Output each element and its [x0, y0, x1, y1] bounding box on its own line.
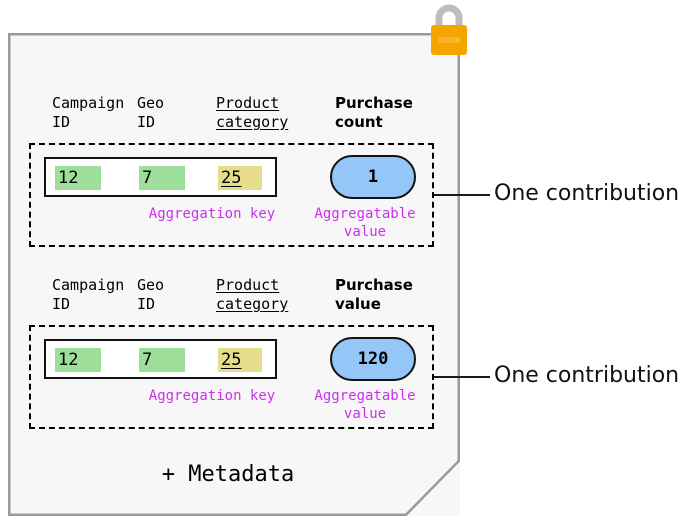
header-geo-id: Geo ID — [137, 94, 165, 131]
metadata-footer-label: + Metadata — [161, 462, 295, 487]
key-cell-campaign-id: 12 — [55, 348, 101, 372]
column-headers-2: Campaign ID Geo ID Product category Purc… — [29, 276, 434, 323]
column-headers-1: Campaign ID Geo ID Product category Purc… — [29, 94, 434, 141]
key-cell-product-category: 25 — [218, 166, 262, 190]
header-campaign-id: Campaign ID — [52, 94, 125, 131]
aggregatable-value-pill-1: 1 — [330, 155, 416, 199]
leader-label-2: One contribution — [494, 363, 680, 388]
aggregation-key-box-2: 12 7 25 — [44, 339, 277, 379]
key-cell-campaign-id: 12 — [55, 166, 101, 190]
aggregatable-value-caption-2: Aggregatable value — [314, 388, 416, 422]
aggregatable-value-pill-2: 120 — [330, 337, 416, 381]
leader-line-1 — [434, 194, 490, 196]
aggregation-key-caption-2: Aggregation key — [148, 388, 276, 404]
leader-line-2 — [434, 376, 490, 378]
header-campaign-id: Campaign ID — [52, 276, 125, 313]
aggregation-key-caption-1: Aggregation key — [148, 206, 276, 222]
aggregation-key-box-1: 12 7 25 — [44, 157, 277, 197]
key-cell-product-category: 25 — [218, 348, 262, 372]
header-purchase-count: Purchase count — [335, 94, 413, 131]
key-cell-geo-id: 7 — [139, 348, 185, 372]
contribution-boundary-2 — [29, 325, 434, 429]
header-geo-id: Geo ID — [137, 276, 165, 313]
header-purchase-value: Purchase value — [335, 276, 413, 313]
contribution-boundary-1 — [29, 143, 434, 247]
leader-label-1: One contribution — [494, 181, 680, 206]
padlock-icon — [424, 2, 474, 64]
header-product-category: Product category — [216, 276, 289, 313]
key-cell-geo-id: 7 — [139, 166, 185, 190]
report-document-panel — [8, 33, 460, 516]
aggregatable-value-caption-1: Aggregatable value — [314, 206, 416, 240]
header-product-category: Product category — [216, 94, 289, 131]
